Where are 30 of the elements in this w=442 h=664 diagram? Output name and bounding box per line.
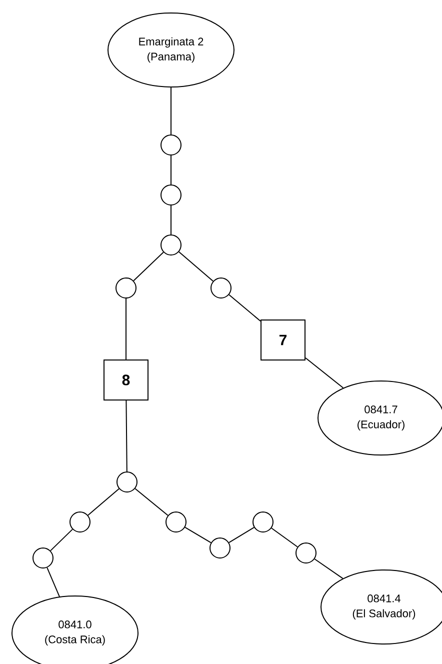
connector-line [178,251,214,282]
number-box: 7 [260,320,306,360]
connector-line [88,488,120,516]
empty-circle [296,542,316,564]
connector-line [228,526,255,544]
empty-circle [210,538,230,558]
connector-line [184,526,212,544]
connector-line [134,488,168,516]
connector-line [314,558,344,579]
connector-line [133,252,164,282]
connector-line [126,400,128,472]
number-box: 8 [104,360,148,400]
empty-circle [160,134,182,156]
connector-line [50,528,73,552]
empty-circle [160,234,182,256]
empty-circle [70,512,90,532]
connector-line [46,567,60,598]
empty-circle [166,512,186,532]
empty-circle [210,278,232,298]
empty-circle [32,548,54,568]
connector-line [170,155,172,185]
empty-circle [252,512,274,532]
empty-circle [116,472,138,492]
connector-line [228,294,261,322]
connector-line [170,205,172,235]
connector-line [305,357,344,388]
empty-circle [116,278,136,298]
connector-line [170,87,172,135]
empty-circle [160,184,182,206]
connector-line [271,528,298,548]
